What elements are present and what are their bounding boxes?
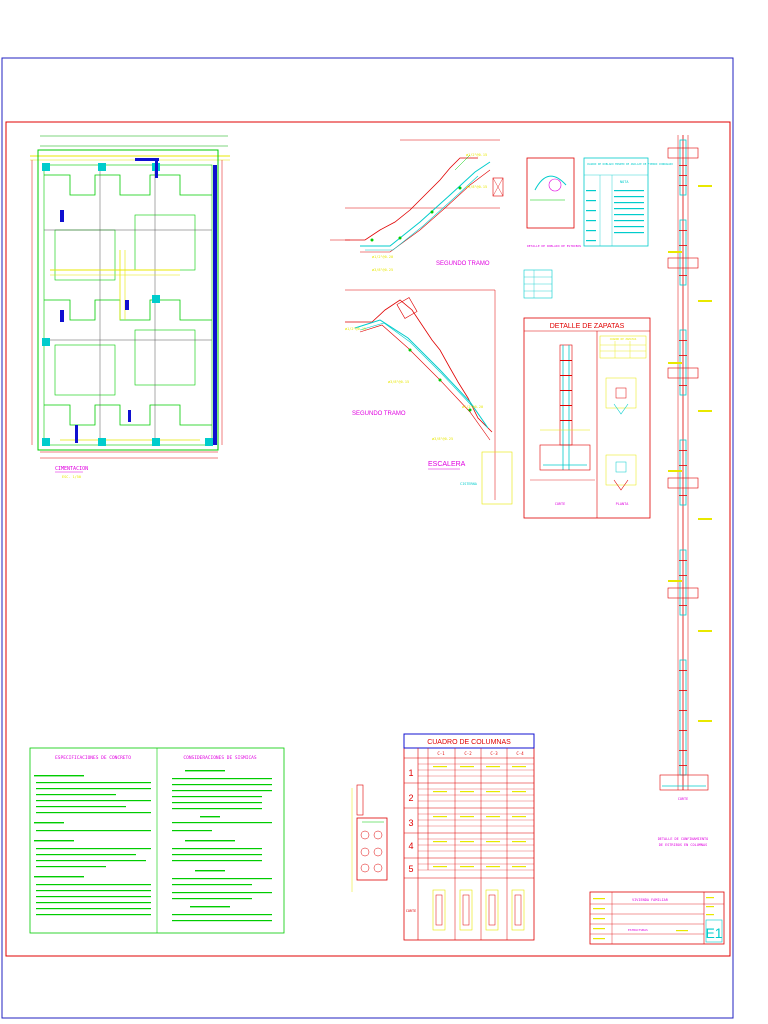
col-header-c3: C-3 <box>490 751 498 756</box>
footing-plan-label: PLANTA <box>616 502 630 506</box>
concrete-specs-title: ESPECIFICACIONES DE CONCRETO <box>55 755 131 761</box>
schedule-section-label: CORTE <box>406 909 417 913</box>
rebar-label-lower-3: ø1/2"@0.20 <box>462 405 483 409</box>
foundation-plan: CIMENTACION ESC. 1/50 <box>30 135 230 479</box>
level-4: 4 <box>408 841 413 851</box>
column-detail-title-2: DE ESTRIBOS EN COLUMNAS <box>659 843 707 847</box>
footing-table-title: CUADRO DE ZAPATAS <box>610 337 637 341</box>
level-2: 2 <box>408 793 413 803</box>
rebar-label-1: ø1/2"@0.15 <box>466 153 487 157</box>
stair-lower-section: ø1/2"@0.15 ø3/8"@0.15 ø1/2"@0.20 ø3/8"@0… <box>345 289 513 505</box>
col-header-c1: C-1 <box>437 751 445 756</box>
column-section-detail <box>351 784 388 892</box>
specifications-box: ESPECIFICACIONES DE CONCRETO CONSIDERACI… <box>29 747 285 934</box>
stair-label: ESCALERA <box>428 461 466 468</box>
cistern-label: CISTERNA <box>460 482 478 486</box>
rebar-label-lower-2: ø3/8"@0.15 <box>388 380 409 384</box>
outer-frame <box>1 57 734 1019</box>
column-schedule: CUADRO DE COLUMNAS C-1 C-2 C-3 C-4 1 2 3… <box>403 733 535 941</box>
footing-section-label: CORTE <box>555 502 566 506</box>
footing-detail-title: DETALLE DE ZAPATAS <box>550 323 625 330</box>
seismic-specs-title: CONSIDERACIONES DE SISMICAS <box>183 755 256 761</box>
level-3: 3 <box>408 818 413 828</box>
title-block-project: VIVIENDA FAMILIAR <box>632 898 669 902</box>
level-5: 5 <box>408 864 413 874</box>
upper-flight-label: SEGUNDO TRAMO <box>436 261 490 267</box>
title-block-specialty: ESTRUCTURAS <box>628 928 648 932</box>
rebar-label-3: ø1/2"@0.20 <box>372 255 393 259</box>
col-header-c2: C-2 <box>464 751 472 756</box>
stair-upper-section: ø1/2"@0.15 ø3/8"@0.15 ø1/2"@0.20 ø3/8"@0… <box>330 139 504 272</box>
lower-flight-label: SEGUNDO TRAMO <box>352 411 406 417</box>
rebar-label-2: ø3/8"@0.15 <box>466 185 487 189</box>
footing-detail: DETALLE DE ZAPATAS CUADRO DE ZAPATAS COR… <box>523 317 651 519</box>
svg-text:DETALLE DE DOBLADO DE ESTRIBOS: DETALLE DE DOBLADO DE ESTRIBOS <box>527 244 581 248</box>
notes-box-title: CUADRO DE DOBLADO MINIMO DE ANCLAJE DE F… <box>587 162 673 166</box>
sheet-number: E1 <box>705 925 722 941</box>
plan-scale: ESC. 1/50 <box>62 475 81 479</box>
column-schedule-title: CUADRO DE COLUMNAS <box>427 739 511 746</box>
anchor-detail: DETALLE DE DOBLADO DE ESTRIBOS <box>526 157 581 248</box>
inner-frame <box>5 121 731 957</box>
rebar-label-4: ø3/8"@0.25 <box>372 268 393 272</box>
level-1: 1 <box>408 768 413 778</box>
small-rebar-table <box>523 269 553 299</box>
plan-title: CIMENTACION <box>55 466 88 472</box>
column-section-label: CORTE <box>678 797 689 801</box>
rebar-label-lower-4: ø3/8"@0.25 <box>432 437 453 441</box>
col-header-c4: C-4 <box>516 751 524 756</box>
notes-box: CUADRO DE DOBLADO MINIMO DE ANCLAJE DE F… <box>583 157 673 247</box>
column-confinement-detail: CORTE DETALLE DE CONFINAMIENTO DE ESTRIB… <box>658 135 712 847</box>
notes-box-subtitle: NOTA <box>620 180 629 184</box>
rebar-label-lower-1: ø1/2"@0.15 <box>345 327 366 331</box>
column-detail-title-1: DETALLE DE CONFINAMIENTO <box>658 837 709 841</box>
title-block: VIVIENDA FAMILIAR ESTRUCTURAS E1 <box>589 891 725 945</box>
